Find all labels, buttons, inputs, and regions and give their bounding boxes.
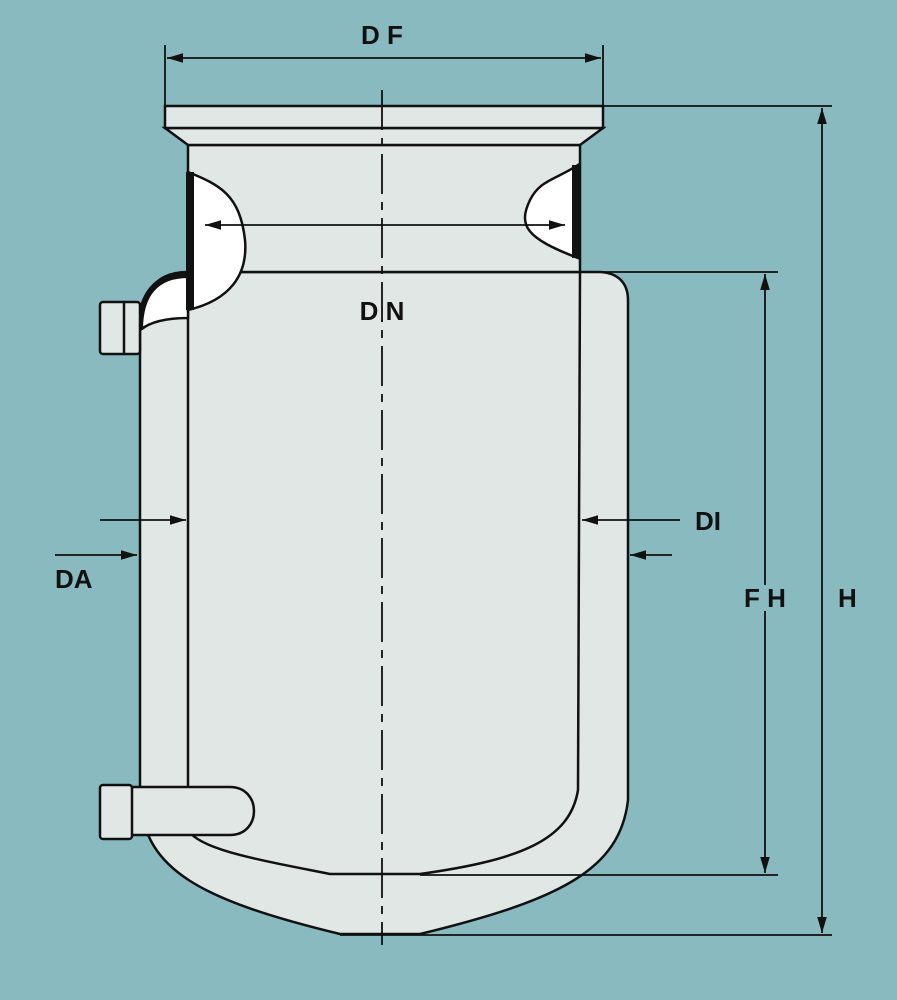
label-h: H [838, 583, 857, 613]
top-nozzle [98, 300, 142, 356]
bottom-nozzle-tube [128, 785, 256, 837]
label-df: D F [361, 20, 403, 50]
label-dn: D N [360, 296, 405, 326]
neck [186, 143, 582, 274]
cutaway-left [186, 170, 247, 312]
inner-vessel [186, 271, 582, 876]
label-di: DI [695, 506, 721, 536]
dimension-lines [55, 45, 832, 945]
bottom-nozzle [98, 783, 134, 841]
outer-jacket [138, 270, 630, 936]
label-fh: F H [744, 583, 786, 613]
flange-taper [161, 126, 607, 147]
flange [163, 104, 605, 130]
label-da: DA [55, 564, 93, 594]
cutaway-right [523, 162, 580, 260]
